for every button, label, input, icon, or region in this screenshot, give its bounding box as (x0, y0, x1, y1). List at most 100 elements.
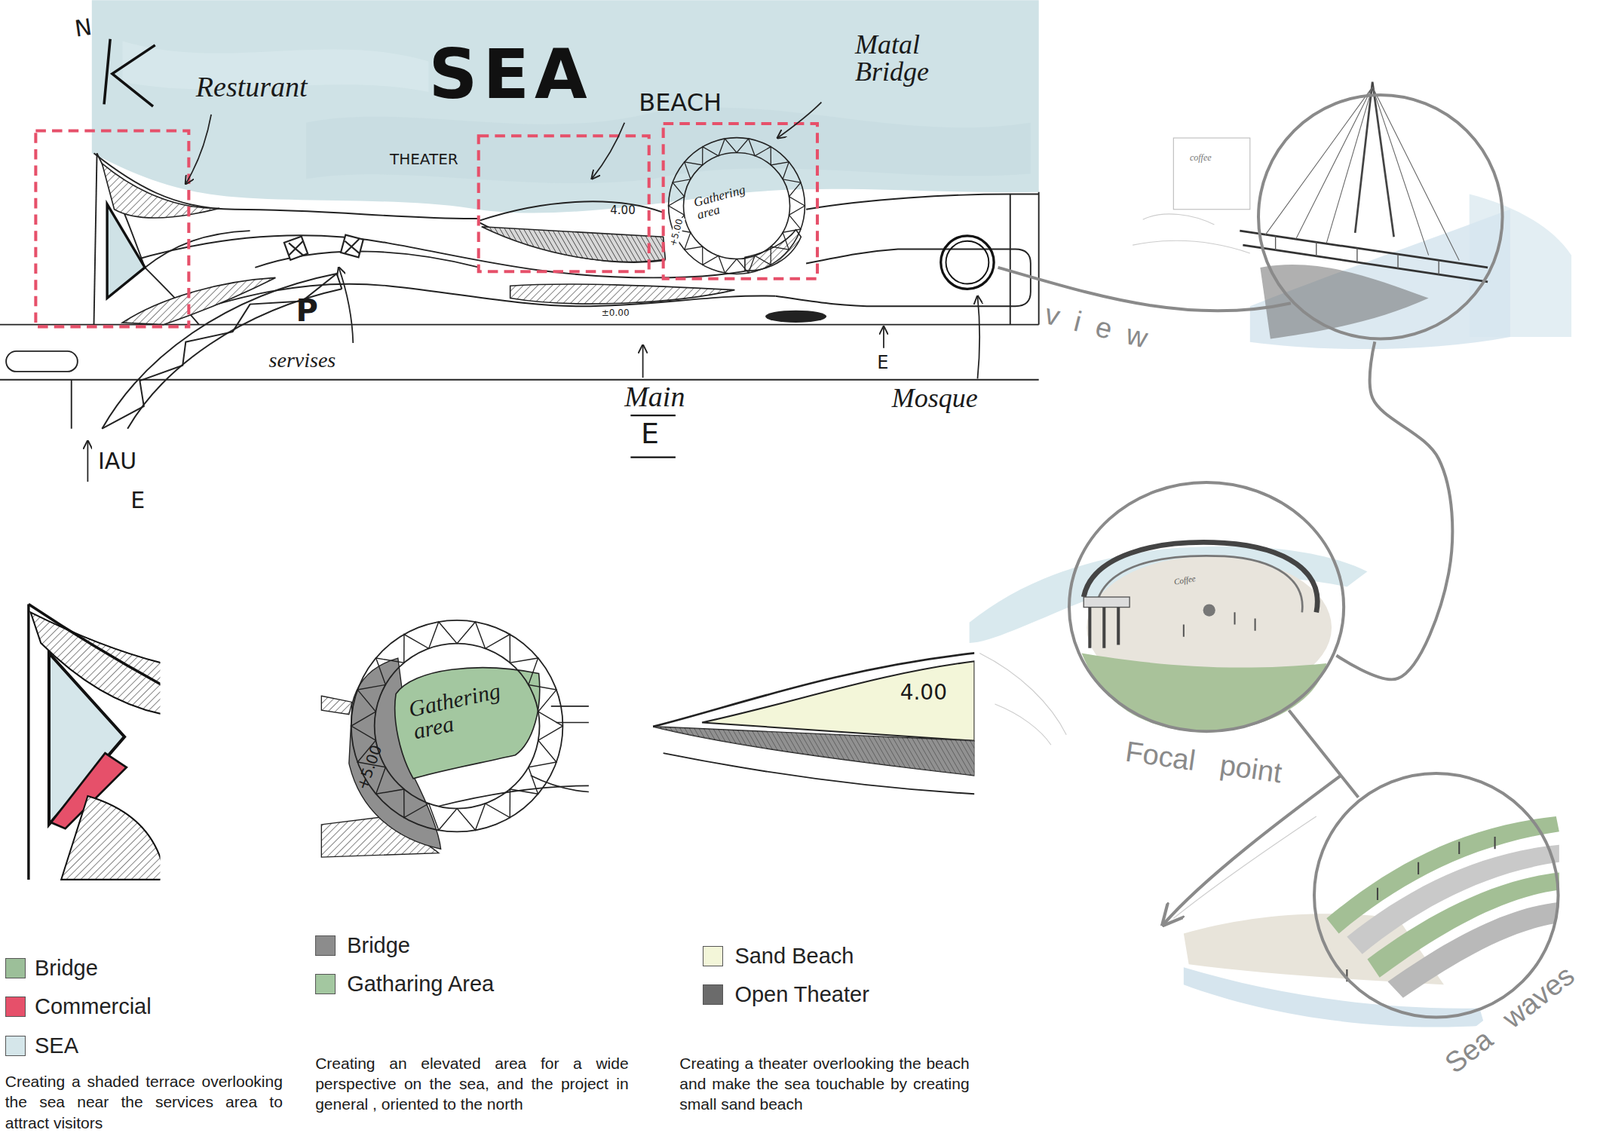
plan-oval (765, 310, 827, 323)
legend-swatch (315, 935, 336, 957)
terrace-detail (28, 603, 161, 880)
site-plan-lines (70, 380, 73, 430)
service-building (340, 235, 364, 258)
focal-sketch (1183, 612, 1256, 637)
theater-detail (652, 652, 975, 794)
north-arrow (104, 39, 156, 107)
node-outline (683, 153, 791, 260)
curved-bridge (101, 273, 342, 430)
terrace-detail (27, 603, 30, 880)
theater-detail (663, 753, 975, 794)
site-plan-lines (0, 153, 1040, 429)
hatched-zone (510, 284, 736, 304)
view-path (998, 267, 1291, 312)
site-plan-lines (0, 379, 1040, 381)
vignette-circle: Sea waves (1311, 770, 1562, 1021)
site-plan-lines (806, 193, 1040, 209)
curved-bridge (127, 288, 342, 429)
entrance-mark: E (130, 487, 145, 513)
site-plan-lines (1038, 192, 1040, 325)
terrace-detail (61, 796, 160, 880)
view-sketch (1173, 137, 1250, 210)
theater-detail (652, 652, 975, 727)
legend-label: Sand Beach (734, 944, 854, 969)
node-label: Sea waves (1438, 959, 1582, 1082)
view-path (1288, 710, 1358, 798)
bridge-triangles (351, 622, 564, 831)
leader-arrow (977, 296, 980, 380)
theater-detail (652, 726, 975, 776)
leader-arrow (87, 441, 89, 482)
node-label: view (1040, 298, 1168, 359)
zoom-frame (663, 123, 818, 279)
focal-sketch (1083, 542, 1318, 614)
sketch-sign: coffee (1189, 153, 1212, 163)
entrance-mark: E (875, 352, 890, 373)
gathering-detail (395, 668, 540, 779)
leader-arrow (882, 326, 885, 348)
site-plan-lines (1009, 193, 1012, 325)
leader-arrow (591, 122, 625, 179)
service-building (284, 235, 364, 261)
view-sketch (1265, 86, 1460, 261)
north-mark: N (73, 14, 94, 42)
description: Creating a shaded terrace overlooking th… (5, 1071, 283, 1134)
service-building (288, 241, 304, 256)
site-plan-lines (479, 201, 664, 221)
entrance-name: Main (624, 381, 685, 414)
vignette-circle: Focal point (1066, 479, 1347, 735)
legend-label: Bridge (34, 956, 99, 981)
parking-mark: P (295, 294, 318, 328)
area-name: Matal Bridge (855, 30, 957, 86)
leader-arrow (338, 267, 353, 344)
legend-swatch (702, 946, 724, 967)
site-plan-lines (479, 222, 666, 263)
zoom-frame (478, 135, 650, 272)
curved-bridge (101, 273, 342, 430)
restaurant-terrace (107, 204, 145, 299)
site-plan-lines (144, 230, 250, 268)
view-sketch (1239, 230, 1488, 282)
sea-area (91, 0, 1040, 213)
gathering-circle: Gathering area (667, 136, 807, 276)
view-sketch (1275, 236, 1440, 275)
sea-waves-sketch (1346, 845, 1559, 955)
sea-title: SEA (428, 36, 593, 112)
zoom-frame (35, 123, 818, 327)
node-outline (668, 137, 806, 275)
node-outline (1258, 95, 1503, 340)
entrance-line (630, 414, 676, 417)
area-name: Mosque (891, 383, 978, 414)
node-outline (351, 620, 564, 833)
theater-detail (652, 726, 975, 776)
focal-sketch (1089, 607, 1119, 649)
north-arrow (112, 45, 156, 107)
legend-label: Bridge (346, 933, 411, 959)
sea-waves-sketch (1173, 816, 1316, 919)
sea-area (91, 0, 1040, 213)
legend-label: Gatharing Area (346, 971, 494, 997)
mosque-symbol (940, 236, 994, 289)
view-sketch (1259, 264, 1429, 340)
plan-oval (765, 310, 827, 323)
focal-sketch (979, 652, 1067, 745)
focal-sketch (1081, 652, 1328, 733)
level-mark: ±0.00 (600, 308, 632, 319)
focal-sketch (1203, 603, 1216, 617)
level-mark: 4.00 (609, 204, 635, 218)
legend-label: Commercial (34, 994, 152, 1020)
hatched-zone (101, 163, 801, 325)
view-sketch (1354, 82, 1394, 238)
description: Creating a theater overlooking the beach… (679, 1053, 969, 1116)
entrance-mark: E (640, 418, 660, 451)
node-label: Gathering area (406, 677, 516, 743)
vignette-circle: view (1255, 91, 1506, 343)
gathering-circle: Gathering area (349, 619, 564, 834)
gathering-detail (321, 695, 353, 715)
sketch-sign: Coffee (1173, 573, 1196, 587)
legend-swatch (315, 974, 336, 995)
entrance-line (630, 456, 676, 459)
leader-arrow (87, 102, 980, 482)
